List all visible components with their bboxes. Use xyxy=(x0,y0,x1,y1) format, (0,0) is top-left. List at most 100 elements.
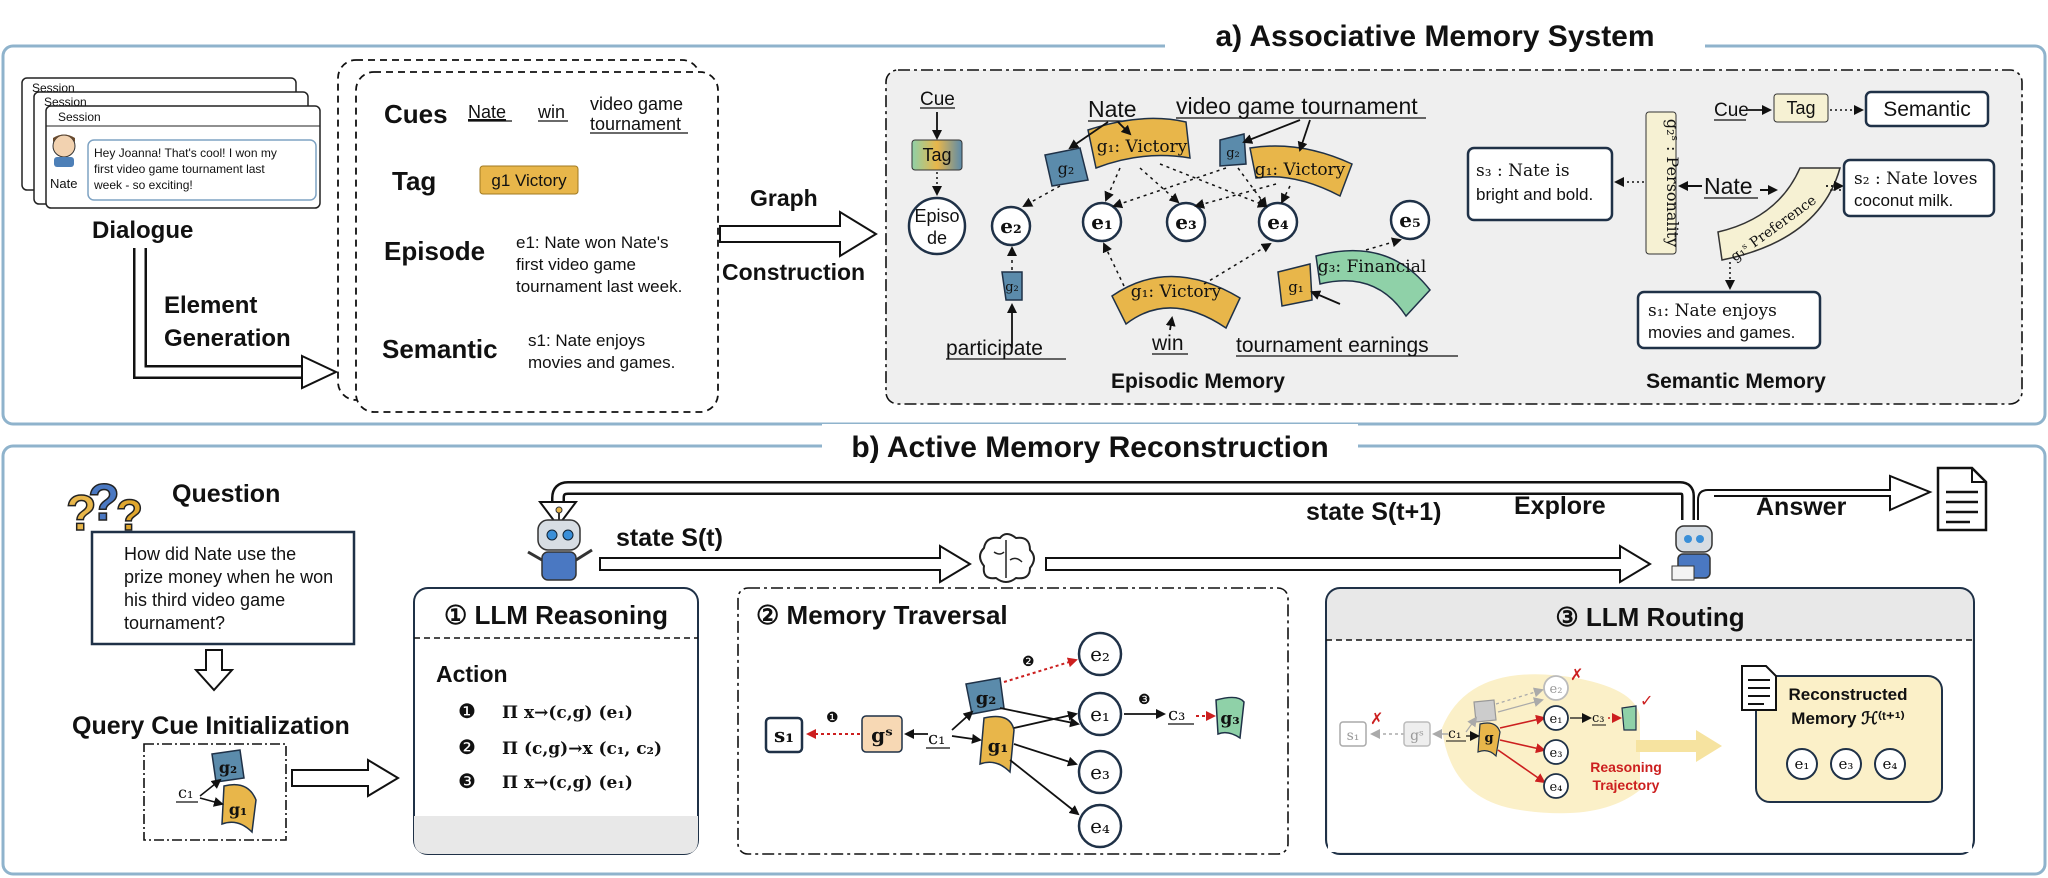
shape-path xyxy=(1936,466,1988,532)
label-text: Generation xyxy=(164,325,291,352)
label-text: e1: Nate won Nate's xyxy=(516,233,669,252)
tag-label: Tag xyxy=(392,166,436,196)
label-text: e₂ xyxy=(1000,214,1021,238)
label-text: Reconstructed xyxy=(1788,685,1907,704)
label-text: Graph xyxy=(750,185,818,211)
box-shape xyxy=(1636,290,1822,350)
document-icon xyxy=(1936,466,1988,532)
edge-line xyxy=(199,797,224,807)
box-shape xyxy=(90,530,356,646)
shape-path xyxy=(1277,263,1313,307)
edge-line xyxy=(199,778,222,797)
box-shape xyxy=(54,157,74,167)
label-text: tournament? xyxy=(124,613,225,633)
label-text: g₂ xyxy=(1005,280,1019,295)
edge-line xyxy=(1159,163,1268,208)
label-text: e₁ xyxy=(1091,210,1112,234)
cue-video-game-tournament: video game tournament xyxy=(1176,93,1418,119)
label-text: s₂ : Nate loves xyxy=(1854,169,1977,189)
edge-line xyxy=(1139,167,1180,204)
shape-path xyxy=(1717,167,1841,261)
label-text: his third video game xyxy=(124,590,285,610)
label-text: coconut milk. xyxy=(1854,191,1953,210)
node-circle xyxy=(907,196,967,256)
label-text: prize money when he won xyxy=(124,567,333,587)
shape-path xyxy=(135,248,304,377)
label-text: g₁ xyxy=(229,800,247,819)
edge-line xyxy=(1102,242,1125,287)
label-text: c₃ xyxy=(1168,704,1185,725)
box-shape xyxy=(1864,90,1990,128)
edge-line xyxy=(575,548,593,562)
box-shape xyxy=(822,424,1358,464)
label-text: e₃ xyxy=(1550,746,1563,761)
label-text: g₃: Financial xyxy=(1318,257,1427,277)
shape-path xyxy=(53,134,75,142)
llm-reasoning-title: ① LLM Reasoning xyxy=(444,600,668,630)
graph-construction-arrow: Graph Construction xyxy=(719,185,878,285)
label-text: gˢ xyxy=(1410,728,1424,744)
node-circle xyxy=(562,529,574,541)
dialogue-caption: Dialogue xyxy=(92,217,193,244)
node-circle xyxy=(1543,739,1569,765)
label-text: c₃ xyxy=(1592,711,1605,726)
node-circle xyxy=(1874,748,1906,780)
shape-path xyxy=(1219,133,1247,167)
label-text: bright and bold. xyxy=(1476,185,1593,204)
label-text: e₁ xyxy=(1795,755,1810,773)
label-text: ? xyxy=(88,474,120,532)
label-text: g₂ xyxy=(1058,159,1075,178)
explore-label: Explore xyxy=(1514,492,1606,520)
dialogue-line-2: first video game tournament last xyxy=(94,162,265,176)
semantic-nate: Nate xyxy=(1704,173,1753,199)
label-text: ? xyxy=(66,485,97,541)
edge-line xyxy=(1281,185,1291,204)
section-b-title: b) Active Memory Reconstruction xyxy=(851,431,1328,464)
box-shape xyxy=(355,71,719,413)
shape-path xyxy=(1621,705,1637,731)
label-text: e₁ xyxy=(1550,712,1563,727)
memory-traversal-title: ② Memory Traversal xyxy=(756,600,1008,630)
label-text: win xyxy=(537,102,565,122)
label-text: e₃ xyxy=(1839,755,1854,773)
element-card: Cues Nate win video game tournament Tag … xyxy=(337,59,719,413)
action-label: Action xyxy=(436,661,508,687)
node-circle xyxy=(1543,773,1569,799)
box-shape xyxy=(737,587,1289,855)
label-text: Construction xyxy=(722,259,865,285)
section-a-title: a) Associative Memory System xyxy=(1215,20,1654,53)
edge-line xyxy=(951,710,974,731)
label-text: s₃ : Nate is xyxy=(1476,161,1570,181)
edge-line xyxy=(1117,121,1132,136)
robot-icon-right xyxy=(1671,525,1713,581)
label-text: e₄ xyxy=(1550,780,1563,795)
label-text: g₁: Victory xyxy=(1255,160,1346,180)
shape-path xyxy=(599,544,972,584)
shape-path xyxy=(291,758,400,798)
edge-line xyxy=(1203,242,1272,285)
shape-path xyxy=(193,649,235,692)
episodic-memory-caption: Episodic Memory xyxy=(1111,370,1285,393)
label-text: Session xyxy=(58,110,101,124)
node-circle xyxy=(1257,201,1299,243)
box-shape xyxy=(1671,565,1695,581)
label-text: c₁ xyxy=(1448,726,1461,742)
cue-participate: participate xyxy=(946,337,1043,360)
box-shape xyxy=(911,139,963,171)
state-t-label: state S(t) xyxy=(616,524,723,552)
label-text: g₁: Victory xyxy=(1131,282,1222,302)
label-text: first video game xyxy=(516,255,636,274)
label-text: Tag xyxy=(922,145,951,165)
label-text: video game xyxy=(590,94,683,114)
brain-icon xyxy=(979,533,1035,583)
tag-victory-badge xyxy=(479,165,579,195)
node-circle xyxy=(546,529,558,541)
box-shape xyxy=(885,69,2023,405)
label-text: Reasoning xyxy=(1590,759,1662,775)
section-b: b) Active Memory Reconstruction ? ? ? Qu… xyxy=(1,424,2047,876)
box-shape xyxy=(541,551,577,581)
label-text: ❷ xyxy=(1022,653,1035,669)
node-circle xyxy=(1786,748,1818,780)
edge-line xyxy=(1242,119,1301,144)
label-text: g₂ xyxy=(219,758,237,777)
